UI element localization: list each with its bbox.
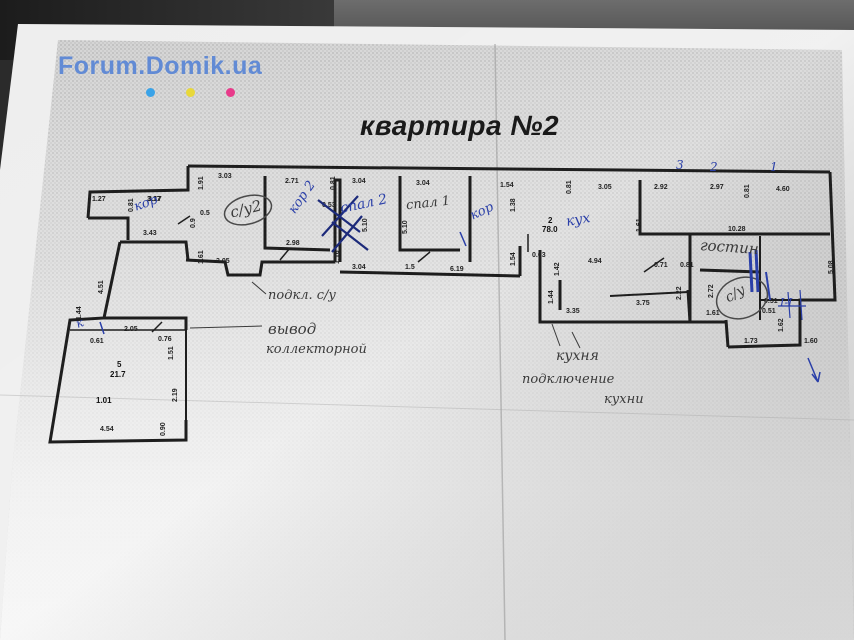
dim-44: 3.75 xyxy=(636,300,650,307)
dim-36: 0.51 xyxy=(762,308,776,315)
dim-60: 0.53 xyxy=(322,202,336,209)
dim-8: 2.71 xyxy=(285,178,299,185)
dim-4: 3.43 xyxy=(143,230,157,237)
dim-35: 0.81 xyxy=(680,262,694,269)
dim-31: 0.63 xyxy=(532,252,546,259)
watermark-dot-pink xyxy=(226,88,235,97)
dim-54: 0.76 xyxy=(158,336,172,343)
dim-15: 2.97 xyxy=(710,184,724,191)
dim-26: 3.04 xyxy=(352,264,366,271)
dim-13: 3.05 xyxy=(598,184,612,191)
dim-1: 1.27 xyxy=(92,196,106,203)
dim-38: 10.28 xyxy=(728,226,746,233)
room-area-2: 78.0 xyxy=(542,225,558,234)
dim-52: 0.61 xyxy=(90,338,104,345)
dim-48: 1.73 xyxy=(744,338,758,345)
note-connect-bathroom: подкл. с/у xyxy=(268,288,336,303)
dim-20: 3.05 xyxy=(216,258,230,265)
dim-16: 1.54 xyxy=(500,182,514,189)
dim-3: 3.17 xyxy=(147,196,161,203)
watermark-dots xyxy=(140,88,250,100)
dim-49: 1.60 xyxy=(804,338,818,345)
note-section-mark: I-I xyxy=(780,296,793,309)
dim-53: 2.05 xyxy=(124,326,138,333)
dim-10: 3.04 xyxy=(352,178,366,185)
dim-6: 3.03 xyxy=(218,173,232,180)
dim-21: 2.98 xyxy=(286,240,300,247)
dim-45: 3.35 xyxy=(566,308,580,315)
note-mark-2: 2 xyxy=(710,160,718,174)
note-mark-1: 1 xyxy=(770,160,778,174)
note-outlet: вывод xyxy=(268,320,317,338)
dim-17: 4.60 xyxy=(776,186,790,193)
note-of-kitchen: кухни xyxy=(604,392,644,407)
dim-11: 3.04 xyxy=(416,180,430,187)
dim-58: 4.54 xyxy=(100,426,114,433)
dim-32: 4.94 xyxy=(588,258,602,265)
watermark-dot-blue xyxy=(146,88,155,97)
note-collector: коллекторной xyxy=(266,342,367,357)
dim-27: 6.19 xyxy=(450,266,464,273)
room-number-2: 2 xyxy=(548,216,553,225)
dim-46: 1.61 xyxy=(706,310,720,317)
watermark-dot-yellow xyxy=(186,88,195,97)
room-area-5: 21.7 xyxy=(110,370,126,379)
watermark-logo: Forum.Domik.ua xyxy=(58,52,263,80)
dim-28: 1.5 xyxy=(405,264,415,271)
dim-47: 0.51 xyxy=(764,298,778,305)
dim-59: 3.17 xyxy=(148,196,162,203)
note-mark-3: 3 xyxy=(676,158,684,172)
note-connection: подключение xyxy=(522,372,615,387)
room-area-small: 1.01 xyxy=(96,396,112,405)
dim-22: 0.5 xyxy=(200,210,210,217)
dim-14: 2.92 xyxy=(654,184,668,191)
room-number-5: 5 xyxy=(117,360,122,369)
note-kitchen: кухня xyxy=(556,348,599,364)
plan-title: квартира №2 xyxy=(360,110,560,141)
dim-41: 0.71 xyxy=(654,262,668,269)
